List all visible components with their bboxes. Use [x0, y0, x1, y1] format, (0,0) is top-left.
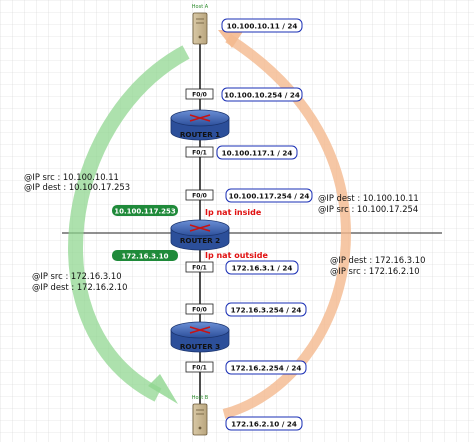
- router-3-label: ROUTER 3: [180, 342, 220, 351]
- host-b-label: Host B: [192, 395, 209, 401]
- nat-outside-addr-tag: 172.16.3.10: [112, 250, 178, 261]
- router-2-label: ROUTER 2: [180, 236, 220, 245]
- host-b-ip: 172.16.2.10 / 24: [231, 420, 297, 429]
- ip-box-r1-f01: 10.100.117.1 / 24: [216, 145, 298, 160]
- ip-box-r2-f01: 172.16.3.1 / 24: [225, 260, 299, 275]
- svg-text:F0/1: F0/1: [192, 149, 207, 156]
- ip-box-host-b: 172.16.2.10 / 24: [225, 416, 303, 431]
- forward-flow-arrow: [68, 45, 190, 404]
- nat-inside-label: Ip nat inside: [205, 208, 262, 217]
- ip-box-r1-f00: 10.100.10.254 / 24: [221, 87, 303, 102]
- svg-text:172.16.3.10: 172.16.3.10: [122, 252, 169, 260]
- svg-text:@IP src : 172.16.2.10: @IP src : 172.16.2.10: [330, 266, 420, 276]
- ip-box-r3-f00: 172.16.3.254 / 24: [225, 302, 307, 317]
- host-a-label: Host A: [192, 4, 209, 10]
- svg-text:@IP dest : 172.16.2.10: @IP dest : 172.16.2.10: [32, 282, 127, 292]
- return-packet-before-nat: @IP dest : 172.16.3.10 @IP src : 172.16.…: [330, 255, 425, 276]
- forward-packet-after-nat: @IP src : 172.16.3.10 @IP dest : 172.16.…: [32, 271, 127, 292]
- iface-tag-r1-f01: F0/1: [185, 146, 214, 158]
- r3-f01-ip: 172.16.2.254 / 24: [231, 364, 302, 373]
- iface-tag-r1-f00: F0/0: [185, 88, 214, 100]
- svg-text:F0/0: F0/0: [192, 192, 207, 199]
- router-1-label: ROUTER 1: [180, 130, 220, 139]
- iface-tag-r2-f01: F0/1: [185, 261, 214, 273]
- iface-tag-r2-f00: F0/0: [185, 189, 214, 201]
- svg-text:F0/1: F0/1: [192, 264, 207, 271]
- svg-text:@IP src : 10.100.10.11: @IP src : 10.100.10.11: [24, 172, 119, 182]
- r3-f00-ip: 172.16.3.254 / 24: [231, 306, 302, 315]
- router-1-arrows-icon: [189, 114, 211, 122]
- router-3-arrows-icon: [189, 326, 211, 334]
- forward-packet-before-nat: @IP src : 10.100.10.11 @IP dest : 10.100…: [24, 172, 130, 192]
- ip-box-r3-f01: 172.16.2.254 / 24: [225, 360, 307, 375]
- host-a: Host A: [192, 4, 209, 45]
- svg-text:@IP dest : 10.100.10.11: @IP dest : 10.100.10.11: [318, 193, 419, 203]
- r1-f01-ip: 10.100.117.1 / 24: [222, 149, 293, 158]
- svg-text:@IP dest : 172.16.3.10: @IP dest : 172.16.3.10: [330, 255, 425, 265]
- router-2: ROUTER 2: [170, 219, 230, 251]
- svg-text:@IP dest : 10.100.17.253: @IP dest : 10.100.17.253: [24, 182, 130, 192]
- svg-text:@IP src : 172.16.3.10: @IP src : 172.16.3.10: [32, 271, 122, 281]
- ip-box-r2-f00: 10.100.117.254 / 24: [225, 188, 313, 203]
- host-a-tower-icon: [192, 12, 208, 45]
- svg-text:@IP src : 10.100.17.254: @IP src : 10.100.17.254: [318, 204, 418, 214]
- svg-text:10.100.117.253: 10.100.117.253: [114, 207, 176, 215]
- r2-f01-ip: 172.16.3.1 / 24: [232, 264, 293, 273]
- nat-inside-addr-tag: 10.100.117.253: [112, 205, 178, 216]
- host-b: Host B: [192, 395, 209, 436]
- ip-box-host-a: 10.100.10.11 / 24: [221, 18, 303, 33]
- iface-tag-r3-f01: F0/1: [185, 361, 214, 373]
- r2-f00-ip: 10.100.117.254 / 24: [229, 192, 310, 201]
- return-packet-after-nat: @IP dest : 10.100.10.11 @IP src : 10.100…: [318, 193, 419, 214]
- svg-text:F0/0: F0/0: [192, 306, 207, 313]
- iface-tag-r3-f00: F0/0: [185, 303, 214, 315]
- svg-text:F0/1: F0/1: [192, 364, 207, 371]
- host-b-tower-icon: [192, 403, 208, 436]
- nat-outside-label: Ip nat outside: [205, 251, 268, 260]
- svg-text:F0/0: F0/0: [192, 91, 207, 98]
- router-1: ROUTER 1: [170, 109, 230, 141]
- router-3: ROUTER 3: [170, 321, 230, 353]
- r1-f00-ip: 10.100.10.254 / 24: [224, 91, 300, 100]
- router-2-arrows-icon: [189, 224, 211, 232]
- host-a-ip: 10.100.10.11 / 24: [227, 22, 298, 31]
